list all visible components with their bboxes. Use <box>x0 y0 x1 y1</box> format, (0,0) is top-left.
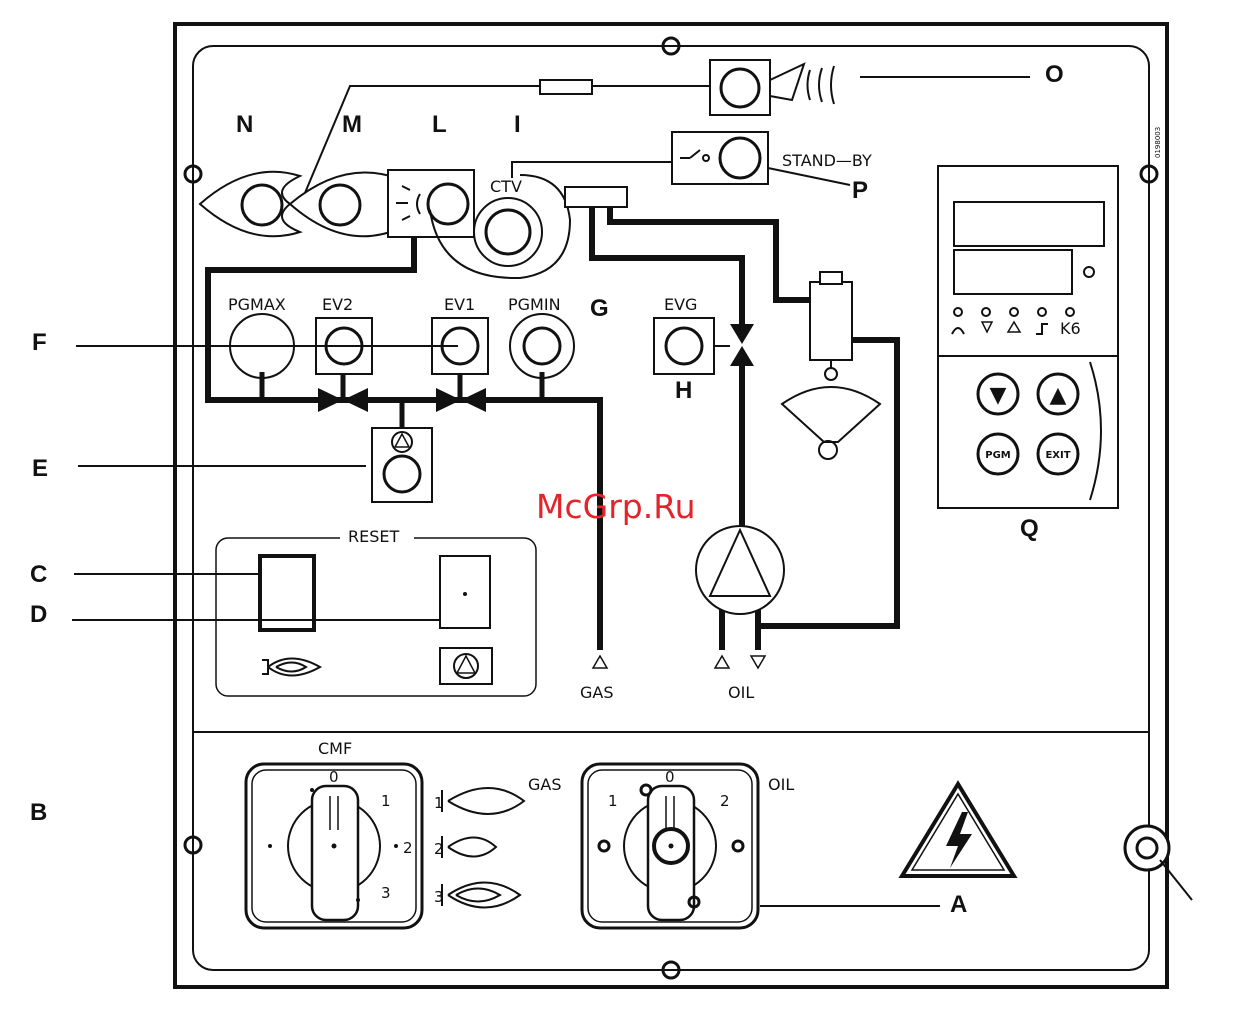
oil-return-arrow <box>751 656 765 668</box>
evg-box <box>654 318 714 374</box>
oil-inlet-arrow <box>715 656 729 668</box>
cmf-pos-3: 3 <box>381 884 391 902</box>
ignition-lamp-l <box>388 170 474 237</box>
callout-i: I <box>514 111 521 138</box>
label-oil-inlet: OIL <box>728 683 754 702</box>
label-gas-inlet: GAS <box>580 683 614 702</box>
cable-gland <box>1125 826 1192 900</box>
label-k6: K6 <box>1060 319 1081 338</box>
callout-p: P <box>852 177 868 204</box>
cmf-pos-0: 0 <box>329 768 339 786</box>
burner-flame-icon <box>262 659 320 676</box>
callout-c: C <box>30 561 47 588</box>
flame-stage-1: 1 <box>434 794 444 812</box>
flame-stage-3: 3 <box>434 888 444 906</box>
up-arrow-icon: ▲ <box>1050 383 1067 408</box>
callout-b: B <box>30 799 47 826</box>
pgmin-lamp <box>524 328 560 364</box>
electrical-hazard-icon <box>902 784 1014 876</box>
flame-lamps <box>200 172 390 237</box>
label-pgmin: PGMIN <box>508 295 561 314</box>
controller-q <box>938 166 1118 508</box>
label-oil-selector: OIL <box>768 775 794 794</box>
oil-pos-0: 0 <box>665 768 675 786</box>
down-arrow-icon: ▼ <box>990 383 1007 408</box>
callout-g: G <box>590 295 609 322</box>
callout-n: N <box>236 111 253 138</box>
oil-valve <box>730 324 754 366</box>
label-reset: RESET <box>348 527 399 546</box>
flame-stage-icons <box>442 788 524 908</box>
pgmin-switch <box>510 314 574 378</box>
drawing-code: 0198003 <box>1154 127 1162 158</box>
reset-button-c[interactable] <box>260 556 314 630</box>
valve-check-e <box>78 428 432 502</box>
callout-d: D <box>30 601 47 628</box>
cmf-pos-1: 1 <box>381 792 391 810</box>
oil-pump <box>696 526 784 614</box>
cmf-selector-switch[interactable] <box>246 764 422 928</box>
gas-inlet-arrow <box>593 656 607 668</box>
label-gas-selector: GAS <box>528 775 562 794</box>
callout-a: A <box>950 891 967 918</box>
label-stand-by: STAND—BY <box>782 151 872 170</box>
cmf-pos-2: 2 <box>403 839 413 857</box>
label-ctv: CTV <box>490 177 522 196</box>
callout-l: L <box>432 111 447 138</box>
oil-pos-2: 2 <box>720 792 730 810</box>
oil-selector-switch[interactable] <box>582 764 758 928</box>
watermark: McGrp.Ru <box>536 487 696 526</box>
callout-f: F <box>32 329 47 356</box>
callout-o: O <box>1045 61 1064 88</box>
label-pgmax: PGMAX <box>228 295 286 314</box>
label-cmf: CMF <box>318 739 352 758</box>
oil-pos-1: 1 <box>608 792 618 810</box>
callout-q: Q <box>1020 515 1039 542</box>
callout-m: M <box>342 111 362 138</box>
pump-symbol-icon <box>440 648 492 684</box>
callout-h: H <box>675 377 692 404</box>
oil-actuator-block <box>565 187 627 207</box>
callout-e: E <box>32 455 48 482</box>
label-evg: EVG <box>664 295 697 314</box>
exit-button-label: EXIT <box>1045 450 1070 461</box>
pgm-button-label: PGM <box>985 450 1011 461</box>
flame-stage-2: 2 <box>434 840 444 858</box>
label-ev2: EV2 <box>322 295 353 314</box>
label-ev1: EV1 <box>444 295 475 314</box>
lockout-dot <box>463 592 467 596</box>
